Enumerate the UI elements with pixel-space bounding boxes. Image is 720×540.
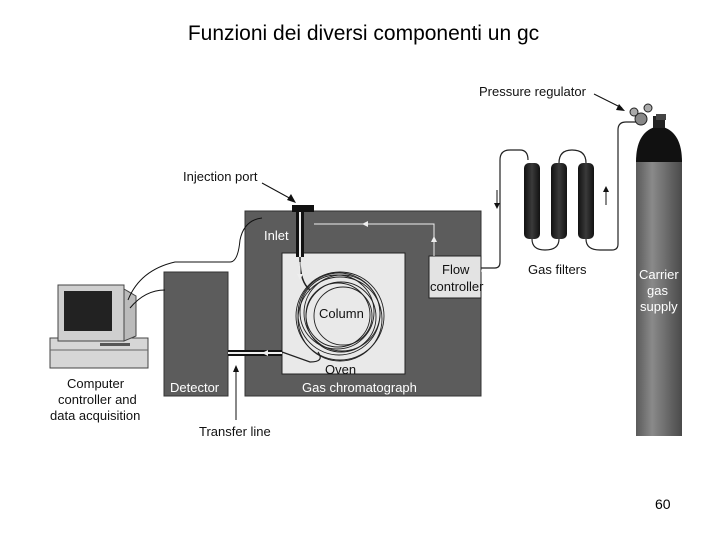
label-oven: Oven [325,362,356,377]
label-carrier-2: gas [647,283,668,298]
computer-workstation [49,284,149,369]
flow-controller-box [428,255,482,299]
cable-to-detector [129,289,166,309]
column-outlet-lead [281,351,321,363]
label-injection-port: Injection port [183,169,258,184]
label-transfer-line: Transfer line [199,424,271,439]
gas-cylinder [629,103,682,436]
label-pressure-regulator: Pressure regulator [479,84,587,99]
label-inlet: Inlet [264,228,289,243]
label-computer-2: controller and [58,392,137,407]
label-computer-1: Computer [67,376,125,391]
injection-port [292,205,314,212]
label-flow-controller-2: controller [430,279,484,294]
detector-box [163,271,229,397]
page-number: 60 [655,496,671,512]
label-gas-filters: Gas filters [528,262,587,277]
column-coil [295,271,385,362]
label-computer-3: data acquisition [50,408,140,423]
label-column: Column [319,306,364,321]
label-flow-controller-1: Flow [442,262,470,277]
label-gas-chromatograph: Gas chromatograph [302,380,417,395]
gas-line-filters-to-gc [481,149,529,269]
label-detector: Detector [170,380,220,395]
label-carrier-3: supply [640,299,678,314]
slide-title: Funzioni dei diversi componenti un gc [187,22,540,45]
cable-to-inlet [127,217,263,301]
label-carrier-1: Carrier [639,267,679,282]
column-inlet-lead [299,218,311,291]
gas-filters [524,149,619,251]
